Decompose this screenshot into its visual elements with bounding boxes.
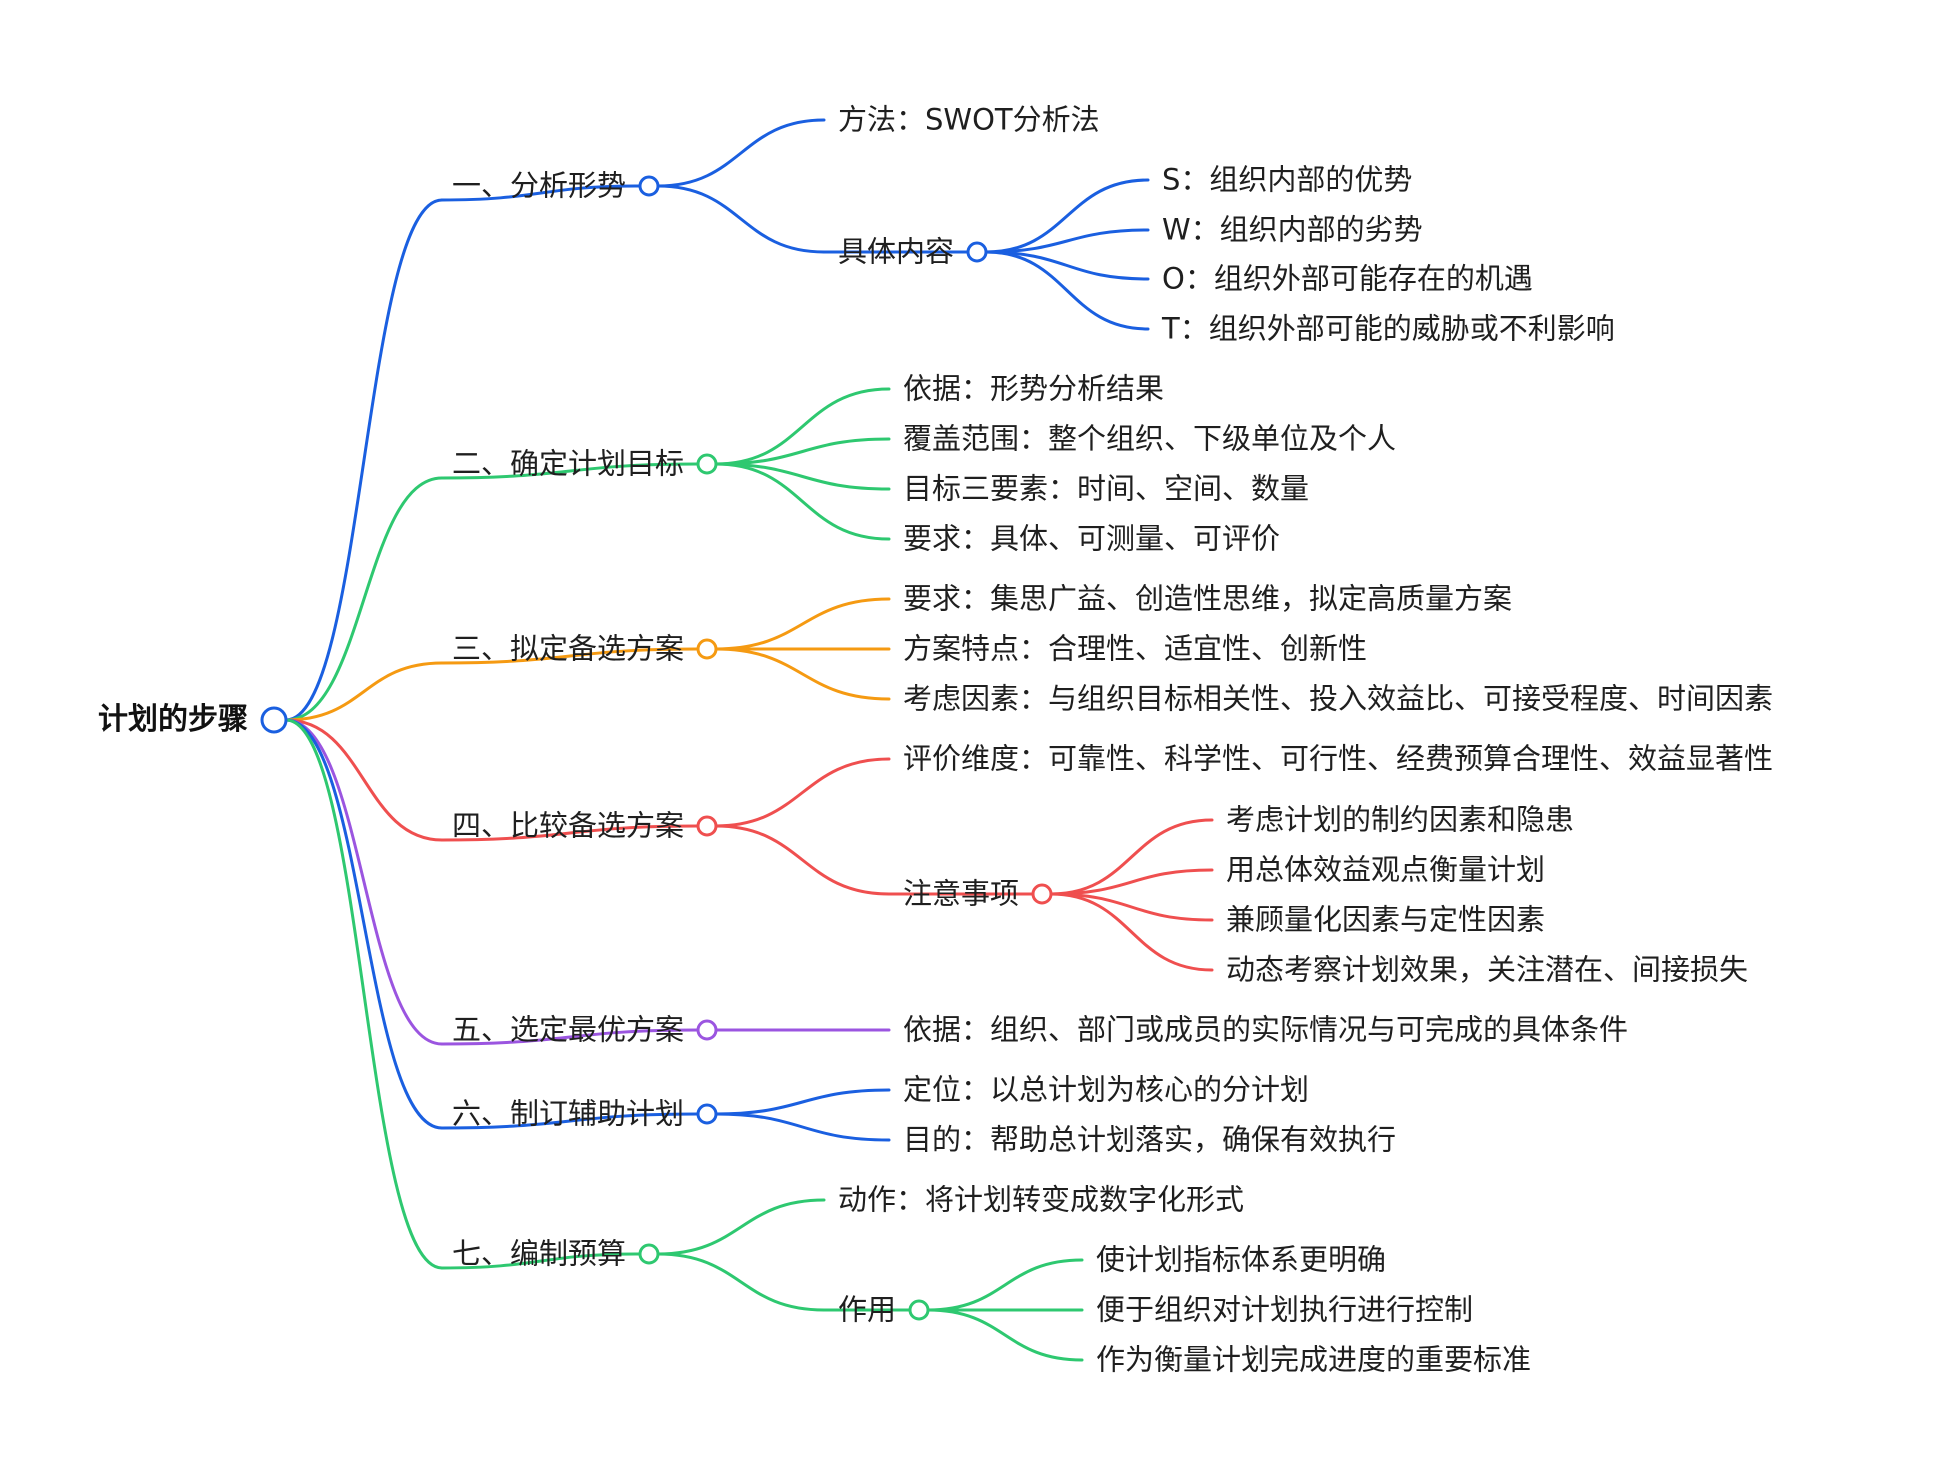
leaf-budget-action[interactable]: 动作：将计划转变成数字化形式 [838,1182,1245,1217]
connector-5-0 [714,1088,891,1116]
leaf-considerations[interactable]: 考虑因素：与组织目标相关性、投入效益比、可接受程度、时间因素 [903,681,1774,716]
connector-root-2 [284,661,444,722]
leaf-quant-qual[interactable]: 兼顾量化因素与定性因素 [1226,902,1546,937]
leaf-weaknesses[interactable]: W：组织内部的劣势 [1162,212,1423,247]
connector-6-1 [656,1252,826,1312]
connector-6-0 [656,1198,826,1256]
subbranch-budget-effects[interactable]: 作用 [838,1292,897,1327]
underline-5 [440,1112,700,1130]
connector-5-1 [714,1112,891,1142]
root-collapse-toggle[interactable] [260,706,288,734]
leaf-evaluation-dimensions[interactable]: 评价维度：可靠性、科学性、可行性、经费预算合理性、效益显著性 [903,741,1774,776]
leaf-progress-standard[interactable]: 作为衡量计划完成进度的重要标准 [1096,1342,1532,1377]
connector-root-6 [284,718,444,1270]
connector-0-1-0 [984,178,1150,254]
underline-3 [440,824,700,842]
leaf-strengths[interactable]: S：组织内部的优势 [1162,162,1413,197]
connector-0-1-1 [984,228,1150,254]
connector-root-3 [284,718,444,842]
leaf-plan-features[interactable]: 方案特点：合理性、适宜性、创新性 [903,631,1368,666]
connector-root-4 [284,718,444,1046]
underline-1 [440,462,700,480]
leaf-positioning[interactable]: 定位：以总计划为核心的分计划 [903,1072,1310,1107]
connector-root-0 [284,198,444,722]
subbranch-toggle-0-1[interactable] [966,241,988,263]
connector-0-1 [656,184,826,254]
root-node[interactable]: 计划的步骤 [98,702,248,737]
connector-1-1 [714,437,891,466]
connector-3-1 [714,824,891,896]
leaf-overall-benefit[interactable]: 用总体效益观点衡量计划 [1226,852,1546,887]
branch-auxiliary-plans[interactable]: 六、制订辅助计划 [452,1096,685,1131]
connector-3-0 [714,757,891,828]
branch-toggle-4[interactable] [696,1019,718,1041]
leaf-threats[interactable]: T：组织外部可能的威胁或不利影响 [1162,311,1615,346]
connector-1-3 [714,462,891,541]
subbranch-toggle-6-1[interactable] [908,1299,930,1321]
leaf-goal-requirements[interactable]: 要求：具体、可测量、可评价 [903,521,1281,556]
underline-4 [440,1028,700,1046]
connector-1-0 [714,387,891,466]
branch-toggle-2[interactable] [696,638,718,660]
connector-0-1-2 [984,250,1150,281]
connector-0-1-3 [984,250,1150,331]
connector-2-2 [714,647,891,701]
connector-3-1-3 [1049,892,1214,972]
branch-toggle-0[interactable] [638,175,660,197]
subbranch-toggle-3-1[interactable] [1031,883,1053,905]
connector-3-1-1 [1049,868,1214,896]
branch-toggle-1[interactable] [696,453,718,475]
leaf-dynamic-review[interactable]: 动态考察计划效果，关注潜在、间接损失 [1226,952,1749,987]
leaf-clear-indicators[interactable]: 使计划指标体系更明确 [1096,1242,1387,1277]
branch-toggle-5[interactable] [696,1103,718,1125]
connector-2-0 [714,597,891,651]
leaf-goal-scope[interactable]: 覆盖范围：整个组织、下级单位及个人 [903,421,1397,456]
branch-set-goals[interactable]: 二、确定计划目标 [452,446,685,481]
connector-root-1 [284,476,444,722]
branch-toggle-3[interactable] [696,815,718,837]
branch-draft-alternatives[interactable]: 三、拟定备选方案 [452,631,685,666]
leaf-purpose[interactable]: 目的：帮助总计划落实，确保有效执行 [903,1122,1397,1157]
leaf-constraints-risks[interactable]: 考虑计划的制约因素和隐患 [1226,802,1575,837]
branch-analyze-situation[interactable]: 一、分析形势 [452,168,627,203]
connector-0-0 [656,118,826,188]
underline-0 [440,184,642,202]
underline-6 [440,1252,642,1270]
subbranch-notes[interactable]: 注意事项 [903,876,1020,911]
leaf-selection-basis[interactable]: 依据：组织、部门或成员的实际情况与可完成的具体条件 [903,1012,1629,1047]
leaf-goal-basis[interactable]: 依据：形势分析结果 [903,371,1165,406]
branch-compare-alternatives[interactable]: 四、比较备选方案 [452,808,685,843]
connector-6-1-0 [926,1258,1084,1312]
leaf-swot-method[interactable]: 方法：SWOT分析法 [838,102,1100,137]
underline-2 [440,647,700,665]
connector-6-1-2 [926,1308,1084,1362]
leaf-draft-requirements[interactable]: 要求：集思广益、创造性思维，拟定高质量方案 [903,581,1513,616]
leaf-opportunities[interactable]: O：组织外部可能存在的机遇 [1162,261,1533,296]
leaf-execution-control[interactable]: 便于组织对计划执行进行控制 [1096,1292,1474,1327]
connector-1-2 [714,462,891,491]
branch-budget[interactable]: 七、编制预算 [452,1236,627,1271]
branch-toggle-6[interactable] [638,1243,660,1265]
connector-3-1-2 [1049,892,1214,922]
leaf-goal-elements[interactable]: 目标三要素：时间、空间、数量 [903,471,1310,506]
connector-root-5 [284,718,444,1130]
branch-select-optimal[interactable]: 五、选定最优方案 [452,1012,685,1047]
connector-3-1-0 [1049,818,1214,896]
subbranch-specific-content[interactable]: 具体内容 [838,234,955,269]
